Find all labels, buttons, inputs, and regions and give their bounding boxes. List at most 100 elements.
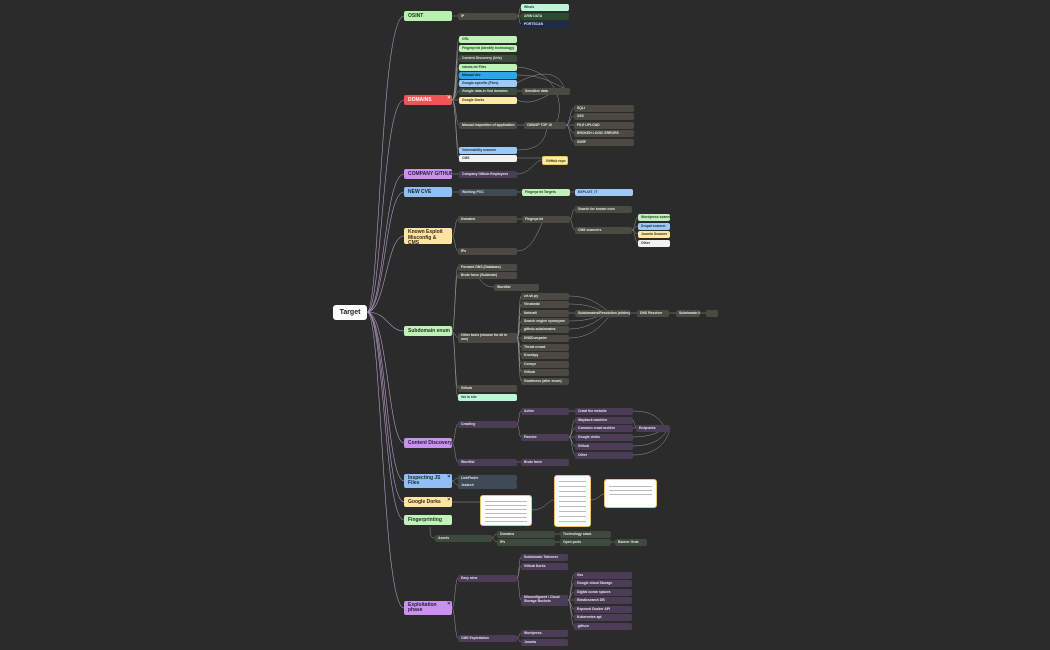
node-fingerprint[interactable]: Fingerprint (identify technology) [459, 45, 517, 52]
node-do-spaces[interactable]: Digital ocean spaces [574, 589, 632, 596]
node-github-dorks[interactable]: Github Dorks [521, 563, 568, 570]
node-robots[interactable]: robots.txt Files [459, 64, 517, 71]
node-joomla-scanner[interactable]: Joomla Scanner [638, 231, 670, 238]
node-docker-api[interactable]: Exposed Docker API [574, 606, 632, 613]
branch-domains[interactable]: DOMAINS⇲ [404, 95, 452, 105]
node-forward-dns[interactable]: Forward DNS (Database) [458, 264, 517, 271]
node-ke-domains[interactable]: Domains [458, 216, 517, 223]
node-content-urls[interactable]: Content Discovery (Urls) [459, 55, 517, 62]
node-working-poc[interactable]: Working POC [459, 189, 517, 196]
node-dns-resolver[interactable]: DNS Resolver [637, 310, 669, 317]
node-fp-domains[interactable]: Domains [497, 531, 555, 538]
node-jsearch[interactable]: Jsearch [458, 482, 517, 489]
node-tool-knockpy[interactable]: Knockpy [521, 352, 569, 359]
node-google-files[interactable]: Google-specific (Files) [459, 80, 517, 87]
node-tool-gowitness[interactable]: Gowitness (after enum) [521, 378, 569, 385]
branch-content-discovery[interactable]: Content Discovery [404, 438, 452, 448]
node-sd-wordlist[interactable]: Wordlist [494, 284, 539, 291]
node-cd-google-dorks[interactable]: Google dorks [575, 434, 633, 441]
node-vuln-scanner[interactable]: Vulnerability scanner [459, 147, 517, 154]
node-crawl-website[interactable]: Crawl the website [575, 408, 633, 415]
node-other-tools[interactable]: Other tools (choose for all in one) [458, 333, 517, 343]
node-wordpress-scanner[interactable]: Wordpress scanner [638, 214, 670, 221]
node-ip[interactable]: IP [458, 13, 517, 20]
node-sensitive-data[interactable]: Sensitive data [522, 88, 570, 95]
node-other-scanner[interactable]: Other [638, 240, 670, 247]
node-tool-virustotal[interactable]: Virustotal [521, 301, 569, 308]
node-arin[interactable]: ARIN DATA [521, 13, 569, 20]
node-gcs[interactable]: Google cloud Storage [574, 580, 632, 587]
dork-image-2[interactable] [554, 475, 591, 527]
root-node[interactable]: Target [333, 305, 367, 320]
node-tool-github-subdomains[interactable]: github-subdomains [521, 326, 569, 333]
node-tool-search-engine[interactable]: Search engine synonyms [521, 318, 569, 325]
node-common-crawl[interactable]: Common crawl archive [575, 425, 633, 432]
node-whois[interactable]: Whois [521, 4, 569, 11]
node-file-upload[interactable]: FILE UPLOAD [574, 122, 634, 129]
node-tool-dnsdumpster[interactable]: DNSDumpster [521, 335, 569, 342]
node-manual-dev[interactable]: Manual dev [459, 72, 517, 79]
node-google-dorks[interactable]: Google Dorks [459, 97, 517, 104]
node-portscan[interactable]: PORTSCAN [521, 21, 569, 28]
node-crl[interactable]: CRL [459, 36, 517, 43]
node-cd-github[interactable]: Github [575, 443, 633, 450]
branch-company-github[interactable]: COMPANY GITHUB [404, 169, 452, 179]
node-linkfinder[interactable]: LinkFinder [458, 475, 517, 482]
node-cd-wordlist[interactable]: Wordlist [458, 459, 517, 466]
branch-inspecting-js[interactable]: Inspecting JS Files⇲ [404, 474, 452, 488]
node-owasp[interactable]: OWASP TOP 10 [524, 122, 566, 129]
node-drupal-scanner[interactable]: Drupal scanner [638, 223, 670, 230]
node-crawling[interactable]: Crawling [458, 421, 517, 428]
branch-google-dorks[interactable]: Google Dorks⇲ [404, 497, 452, 507]
node-fingerprint-targets[interactable]: Fingerprint Targets [522, 189, 570, 196]
node-cms-exploitation[interactable]: CMS Exploitation [458, 635, 517, 642]
branch-known-exploit[interactable]: Known Exploit Misconfig & CMS [404, 228, 452, 244]
branch-fingerprinting[interactable]: Fingerprinting [404, 515, 452, 525]
node-google-domains[interactable]: Google data-in find domains [459, 88, 517, 95]
node-list-in-site[interactable]: list in site [458, 394, 517, 401]
branch-exploitation[interactable]: Exploitation phase⇲ [404, 601, 452, 615]
node-banner-grab[interactable]: Banner Grab [615, 539, 647, 546]
node-ex-wordpress[interactable]: Wordpress [521, 630, 568, 637]
node-tech-stack[interactable]: Technology stack [560, 531, 611, 538]
node-brute-force[interactable]: Brute force (Subbrute) [458, 272, 517, 279]
node-cd-brute-force[interactable]: Brute force [521, 459, 569, 466]
node-ke-fingerprint[interactable]: Fingerprint [522, 216, 570, 223]
node-exploit-it[interactable]: EXPLOIT_IT [575, 189, 633, 196]
node-xss[interactable]: XSS [574, 113, 634, 120]
node-wayback[interactable]: Wayback machine [575, 417, 633, 424]
node-subdomains-resolution[interactable]: Subdomains/Resolution (altdns) [575, 310, 630, 317]
node-kubernetes-api[interactable]: Kubernetes api [574, 614, 632, 621]
node-sqli[interactable]: SQLi [574, 105, 634, 112]
node-passive[interactable]: Passive [521, 434, 569, 441]
node-subdomain-takeover[interactable]: Subdomain Takeover [521, 554, 568, 561]
node-endpoints[interactable]: Endpoints [636, 425, 670, 432]
branch-subdomain-enum[interactable]: Subdomain enum [404, 326, 452, 336]
dork-image-1[interactable] [480, 495, 532, 526]
node-broken-logic[interactable]: BROKEN LOGIC ERRORS [574, 130, 634, 137]
node-cms[interactable]: CMS [459, 155, 517, 162]
node-open-ports[interactable]: Open ports [560, 539, 611, 546]
node-elasticsearch[interactable]: Elasticsearch DB [574, 597, 632, 604]
node-cms-scanners[interactable]: CMS scanners [575, 227, 632, 234]
node-tool-netcraft[interactable]: Netcraft [521, 310, 569, 317]
node-tool-censys[interactable]: Censys [521, 361, 569, 368]
node-ex-joomla[interactable]: Joomla [521, 639, 568, 646]
node-ex-xss[interactable]: Xss [574, 572, 632, 579]
node-assets[interactable]: Assets [435, 535, 492, 542]
node-git-svn[interactable]: .git/svn [574, 623, 632, 630]
node-tool-threatcrowd[interactable]: Threat crowd [521, 344, 569, 351]
node-ke-ips[interactable]: IPs [458, 248, 517, 255]
node-fp-ips[interactable]: IPs [497, 539, 555, 546]
node-ssrf[interactable]: SSRF [574, 139, 634, 146]
node-easy-wins[interactable]: Easy wins [458, 575, 517, 582]
dork-image-3[interactable] [604, 479, 657, 508]
node-tool-github[interactable]: Github [521, 369, 569, 376]
node-subdomain-list-child[interactable] [706, 310, 718, 317]
node-github-employees[interactable]: Company Github Employees [459, 171, 517, 178]
branch-new-cve[interactable]: NEW CVE [404, 187, 452, 197]
node-cd-other[interactable]: Other [575, 452, 633, 459]
branch-osint[interactable]: OSINT [404, 11, 452, 21]
node-manual-inspection[interactable]: Manual inspection of application [459, 122, 517, 129]
node-sd-github[interactable]: Github [458, 385, 517, 392]
